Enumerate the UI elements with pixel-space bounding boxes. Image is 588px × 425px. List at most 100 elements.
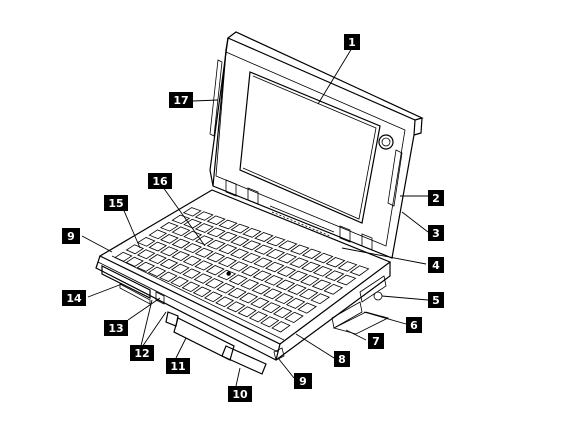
keyboard-key bbox=[337, 261, 358, 272]
callout-15: 15 bbox=[104, 195, 128, 211]
keyboard-key bbox=[159, 246, 179, 257]
keyboard-key bbox=[230, 223, 250, 234]
keyboard-key bbox=[226, 301, 246, 313]
keyboard-key bbox=[275, 279, 296, 291]
callout-10: 10 bbox=[228, 386, 252, 402]
keyboard-key bbox=[238, 292, 259, 304]
keyboard-key bbox=[206, 227, 226, 238]
laptop-base bbox=[95, 189, 392, 375]
leader-lines bbox=[81, 47, 429, 387]
keyboard-key bbox=[325, 257, 346, 268]
keyboard-key bbox=[195, 235, 214, 246]
keyboard-key bbox=[182, 268, 202, 279]
front-slot bbox=[101, 265, 151, 299]
keyboard-key bbox=[310, 293, 331, 305]
keyboard-key bbox=[182, 207, 202, 217]
svg-text:3: 3 bbox=[432, 227, 440, 240]
svg-text:9: 9 bbox=[67, 230, 75, 243]
keyboard-key bbox=[260, 316, 280, 328]
svg-text:2: 2 bbox=[432, 192, 440, 205]
callout-8: 8 bbox=[334, 351, 350, 367]
keyboard-key bbox=[289, 257, 309, 268]
callout-2: 2 bbox=[428, 190, 444, 206]
svg-text:7: 7 bbox=[372, 335, 380, 348]
svg-text:8: 8 bbox=[338, 353, 346, 366]
callout-1: 1 bbox=[344, 34, 360, 50]
keyboard-key bbox=[262, 288, 283, 300]
keyboard-key bbox=[289, 244, 310, 255]
keyboard-key bbox=[181, 281, 201, 293]
keyboard-key bbox=[228, 274, 248, 285]
keyboard-key bbox=[194, 260, 214, 271]
callout-16: 16 bbox=[148, 173, 172, 189]
keyboard-key bbox=[218, 219, 238, 230]
keyboard-key bbox=[182, 255, 202, 266]
svg-text:5: 5 bbox=[432, 294, 440, 307]
keyboard-key bbox=[251, 283, 271, 295]
keyboard-key bbox=[217, 256, 237, 268]
keyboard-key bbox=[171, 214, 191, 225]
keyboard-key bbox=[114, 251, 133, 262]
keyboard-key bbox=[266, 236, 286, 247]
keyboard-key bbox=[272, 307, 293, 319]
keyboard-key bbox=[285, 297, 306, 309]
keyboard-key bbox=[287, 284, 307, 295]
keyboard-key bbox=[248, 311, 269, 323]
keyboard-key bbox=[206, 239, 226, 250]
keyboard-key bbox=[253, 244, 274, 255]
port-cover bbox=[331, 301, 363, 329]
svg-text:9: 9 bbox=[299, 375, 307, 388]
lcd-screen bbox=[239, 71, 381, 224]
keyboard-key bbox=[297, 302, 317, 314]
display-lid bbox=[209, 31, 424, 259]
keyboard-key bbox=[261, 302, 281, 314]
svg-text:16: 16 bbox=[152, 175, 168, 188]
keyboard-key bbox=[203, 291, 223, 303]
keyboard-key bbox=[218, 231, 238, 242]
callout-9-top: 9 bbox=[62, 228, 80, 244]
callout-4: 4 bbox=[428, 257, 444, 273]
keyboard-key bbox=[349, 265, 370, 276]
keyboard-key bbox=[240, 279, 260, 290]
keyboard-key bbox=[271, 321, 291, 333]
keyboard-key bbox=[241, 252, 261, 264]
keyboard-key bbox=[265, 261, 285, 273]
keyboard-key bbox=[301, 248, 322, 259]
right-latch bbox=[387, 149, 403, 207]
keyboard-key bbox=[288, 270, 308, 282]
keyboard-key bbox=[194, 223, 214, 233]
keyboard-key bbox=[206, 252, 226, 263]
svg-text:17: 17 bbox=[173, 94, 188, 107]
keyboard-key bbox=[205, 265, 225, 276]
keyboard-key bbox=[277, 253, 297, 264]
keyboard-key bbox=[136, 261, 156, 272]
keyboard-key bbox=[274, 293, 294, 305]
keyboard-key bbox=[147, 266, 167, 277]
keyboard-key bbox=[125, 256, 144, 267]
keyboard-key bbox=[250, 297, 270, 309]
power-indicator bbox=[378, 134, 394, 150]
keyboard-key bbox=[148, 254, 167, 265]
keyboard-key bbox=[218, 244, 238, 255]
svg-text:13: 13 bbox=[108, 322, 123, 335]
callout-6: 6 bbox=[406, 317, 422, 333]
callout-3: 3 bbox=[428, 225, 444, 241]
keyboard-key bbox=[252, 270, 272, 281]
keyboard-key bbox=[183, 243, 203, 254]
svg-text:15: 15 bbox=[108, 197, 123, 210]
callout-11: 11 bbox=[166, 358, 190, 374]
keyboard-key bbox=[278, 240, 298, 251]
keyboard-key bbox=[265, 248, 286, 260]
keyboard-key bbox=[192, 286, 212, 298]
keyboard-key bbox=[194, 247, 214, 258]
keyboard-key bbox=[194, 211, 214, 221]
svg-text:12: 12 bbox=[134, 347, 149, 360]
callout-14: 14 bbox=[62, 290, 86, 306]
keyboard-key bbox=[254, 232, 274, 242]
keyboard-key bbox=[237, 306, 257, 318]
keyboard-key bbox=[230, 236, 250, 246]
keyboard-key bbox=[160, 234, 179, 244]
left-latch bbox=[209, 59, 223, 137]
